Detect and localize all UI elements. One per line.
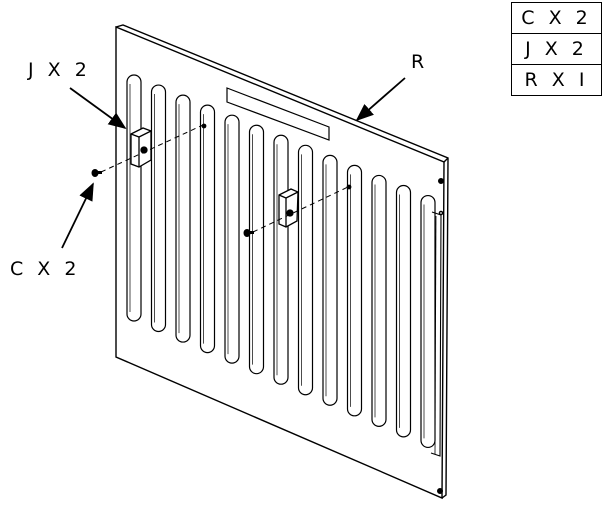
bracket-j-left [130, 127, 152, 168]
parts-list-row: R X I [511, 64, 602, 96]
baffle-slot [346, 164, 363, 417]
baffle-slot [322, 154, 338, 406]
callout-bracket-j: J X 2 [28, 59, 91, 81]
assembly-dashed-lines [100, 124, 349, 233]
baffle-slot [175, 94, 191, 343]
parts-list-cell: C X 2 [511, 2, 602, 34]
baffle-slot [199, 104, 216, 354]
baffle-slot [371, 174, 387, 427]
parts-list-cell: R X I [511, 64, 602, 96]
parts-list-row: C X 2 [511, 2, 602, 34]
label-window [226, 87, 330, 141]
baffle-slot [395, 184, 412, 438]
parts-list-cell: J X 2 [511, 33, 602, 65]
baffle-slot [273, 134, 289, 385]
parts-list-table: C X 2 J X 2 R X I [511, 2, 602, 96]
baffle-slot [297, 144, 314, 396]
mount-hole-left [201, 123, 207, 129]
mount-hole-right [346, 184, 352, 190]
parts-list-row: J X 2 [511, 33, 602, 65]
bracket-j-right [278, 188, 299, 228]
baffle-slot [420, 194, 436, 449]
callout-screw-c: C X 2 [10, 258, 81, 280]
baffle-slot [126, 74, 142, 322]
baffle-slots [126, 74, 436, 449]
callout-panel-r: R [411, 51, 429, 73]
baffle-slot [248, 124, 265, 375]
screw-c-right [243, 229, 254, 237]
screw-c-left [91, 169, 102, 177]
baffle-slot [150, 84, 167, 333]
leader-arrows [61, 77, 406, 249]
baffle-slot [224, 114, 240, 364]
